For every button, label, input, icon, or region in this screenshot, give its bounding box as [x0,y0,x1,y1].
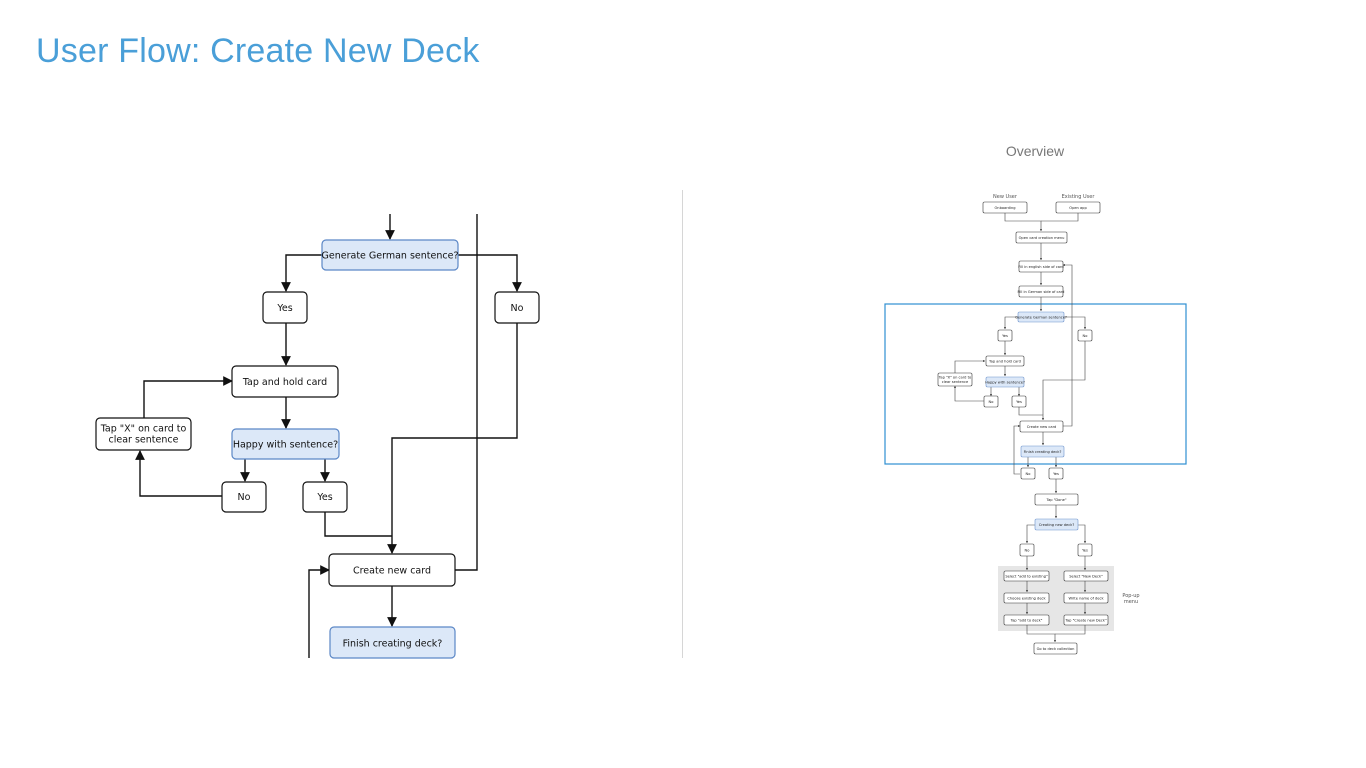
ov-node-happy-q: Happy with sentence? [985,376,1025,388]
svg-text:Create new card: Create new card [1027,425,1057,429]
svg-text:No: No [1026,472,1031,476]
ov-node-yes-2: Yes [1011,395,1027,408]
ov-node-open-menu: Open card creation menu [1015,231,1068,244]
svg-text:Yes: Yes [1016,400,1022,404]
label-tap-x-line2: clear sentence [109,435,179,446]
svg-text:Happy with sentence?: Happy with sentence? [985,380,1025,384]
ov-node-tap-create: Tap "Create new Deck" [1063,614,1109,626]
ov-node-fill-english: Fill in english side of card [1018,260,1064,273]
svg-text:Select "add to existing": Select "add to existing" [1005,574,1048,578]
node-tap-hold-card: Tap and hold card [231,365,339,398]
node-finish-deck: Finish creating deck? [329,626,456,659]
ov-node-tap-hold: Tap and hold card [985,355,1025,367]
ov-node-choose-existing: Choose existing deck [1003,592,1050,604]
ov-node-yes-1: Yes [997,329,1013,342]
svg-text:Tap "add to deck": Tap "add to deck" [1010,618,1043,622]
ov-node-no-4: No [1019,543,1035,557]
label-create-new-card: Create new card [353,566,431,577]
svg-text:Tap "Done": Tap "Done" [1046,498,1067,502]
popup-menu-area [998,566,1114,631]
node-yes-2: Yes [302,481,348,513]
label-yes-2: Yes [316,492,332,503]
label-tap-hold-card: Tap and hold card [242,377,327,388]
ov-node-select-existing: Select "add to existing" [1003,570,1050,582]
svg-text:Open card creation menu: Open card creation menu [1019,236,1065,240]
edge-yes-join [324,512,392,537]
svg-text:Yes: Yes [1053,472,1059,476]
edge-no-createcard [387,323,518,554]
svg-text:Choose existing deck: Choose existing deck [1007,596,1046,600]
svg-text:Select "New Deck": Select "New Deck" [1069,574,1103,578]
popup-label-2: menu [1124,599,1138,605]
label-generate-sentence: Generate German sentence? [322,251,459,262]
label-yes-1: Yes [276,303,292,314]
node-tap-x: Tap "X" on card to clear sentence [95,417,192,451]
svg-text:Onboarding: Onboarding [994,206,1015,210]
label-no-1: No [511,303,524,314]
ov-node-tap-add: Tap "add to deck" [1003,614,1050,626]
svg-text:Tap and hold card: Tap and hold card [988,359,1021,363]
svg-text:Fill in english side of card: Fill in english side of card [1018,265,1063,269]
svg-text:Tap "Create new Deck": Tap "Create new Deck" [1064,618,1107,622]
ov-node-write-name: Write name of deck [1063,592,1109,604]
ov-node-onboarding: Onboarding [982,201,1028,214]
node-generate-sentence: Generate German sentence? [321,239,459,271]
svg-text:No: No [989,400,994,404]
edge-loop-back [308,565,330,658]
node-yes-1: Yes [262,291,308,324]
svg-text:Go to deck collection: Go to deck collection [1037,647,1075,651]
svg-text:Finish creating deck?: Finish creating deck? [1024,450,1062,454]
svg-text:No: No [1083,334,1088,338]
node-no-1: No [494,291,540,324]
overview-edges [953,213,1087,643]
ov-node-yes-3: Yes [1048,467,1064,480]
node-no-2: No [221,481,267,513]
ov-node-select-new: Select "New Deck" [1063,570,1109,582]
header-existing-user: Existing User [1062,194,1096,200]
ov-node-create-card: Create new card [1019,420,1064,433]
edge-right-bypass [455,214,478,571]
svg-text:clear sentence: clear sentence [942,380,969,384]
svg-text:Write name of deck: Write name of deck [1068,596,1104,600]
ov-node-finish-q: Finish creating deck? [1020,445,1065,458]
svg-text:Yes: Yes [1082,548,1088,552]
label-no-2: No [238,492,251,503]
svg-text:Yes: Yes [1002,334,1008,338]
ov-node-tap-done: Tap "Done" [1034,493,1079,506]
header-new-user: New User [993,194,1018,200]
page-title: User Flow: Create New Deck [36,32,480,70]
ov-node-no-3: No [1020,467,1036,480]
label-tap-x-line1: Tap "X" on card to [100,424,187,435]
svg-text:Fill in German side of card: Fill in German side of card [1018,290,1065,294]
ov-node-creating-q: Creating new deck? [1034,518,1079,531]
svg-text:No: No [1025,548,1030,552]
svg-text:Generate German sentence?: Generate German sentence? [1015,315,1067,319]
svg-text:Creating new deck?: Creating new deck? [1039,523,1075,527]
ov-node-generate-q: Generate German sentence? [1015,311,1067,323]
svg-text:Open app: Open app [1069,206,1087,210]
ov-node-tap-x: Tap "X" on card to clear sentence [937,372,973,387]
ov-node-fill-german: Fill in German side of card [1018,285,1065,298]
detail-flowchart: Generate German sentence? Yes No Tap and… [95,214,540,659]
popup-label-1: Pop-up [1122,593,1139,599]
overview-title: Overview [1005,143,1065,159]
overview-highlight-box [884,303,1187,465]
label-happy-sentence: Happy with sentence? [233,440,338,451]
detail-edges [135,214,522,658]
edge-tapx-taphold [143,376,233,418]
ov-node-yes-4: Yes [1077,543,1093,557]
ov-node-no-2: No [983,395,999,408]
ov-node-no-1: No [1077,329,1093,342]
svg-text:Tap "X" on card to: Tap "X" on card to [938,376,971,380]
label-finish-deck: Finish creating deck? [343,639,443,650]
ov-node-open-app: Open app [1055,201,1101,214]
panel-divider [682,190,683,658]
edge-generate-yes [281,254,322,292]
edge-generate-no [458,254,522,292]
node-happy-sentence: Happy with sentence? [231,428,340,460]
edge-no-tapx [135,450,222,497]
node-create-new-card: Create new card [328,553,456,587]
ov-node-go-collection: Go to deck collection [1033,642,1078,655]
